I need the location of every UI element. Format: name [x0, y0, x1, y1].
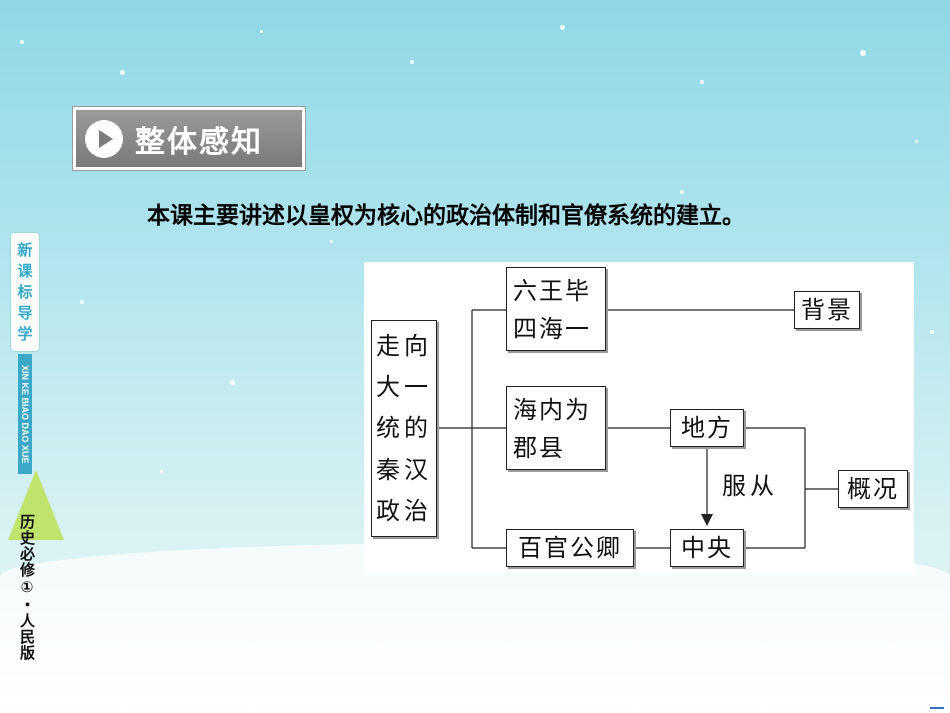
background-node: 背景 [794, 291, 860, 329]
side-strip-char: 新 [17, 240, 33, 259]
root-node-line: 走向 [376, 331, 432, 360]
side-strip-char: 导 [17, 303, 33, 322]
central-node: 中央 [670, 529, 744, 567]
root-node: 走向 大一 统的 秦汉 政治 [371, 320, 437, 537]
lesson-summary: 本课主要讲述以皇权为核心的政治体制和官僚系统的建立。 [147, 203, 745, 229]
tree-decoration [8, 470, 64, 540]
corner-mark [930, 707, 944, 709]
section-badge: 整体感知 [72, 106, 306, 171]
branch-node-unification: 六王毕 四海一 [506, 267, 606, 351]
local-node: 地方 [670, 409, 744, 447]
relation-label: 服从 [722, 472, 778, 500]
side-strip-title: 新 课 标 导 学 [10, 232, 40, 352]
side-strip-course: 历史必修①・人民版 [18, 514, 36, 661]
branch-node-officials: 百官公卿 [506, 529, 634, 567]
root-node-line: 统的 [376, 414, 432, 443]
concept-diagram: 走向 大一 统的 秦汉 政治 六王毕 四海一 海内为 郡县 百官公卿 背景 地方… [364, 262, 914, 573]
arrow-head [701, 514, 713, 526]
root-node-line: 秦汉 [376, 455, 432, 484]
root-node-line: 大一 [376, 373, 432, 402]
side-strip-char: 学 [17, 324, 33, 343]
branch-node-commanderies: 海内为 郡县 [506, 386, 606, 470]
side-strip: 新 课 标 导 学 XIN KE BIAO DAO XUE 历史必修①・人民版 [10, 232, 40, 702]
play-icon [85, 119, 123, 158]
side-strip-char: 课 [17, 261, 33, 280]
overview-node: 概况 [838, 470, 908, 508]
side-strip-pinyin: XIN KE BIAO DAO XUE [18, 354, 32, 474]
side-strip-char: 标 [17, 282, 33, 301]
root-node-line: 政治 [376, 497, 432, 526]
section-badge-label: 整体感知 [135, 124, 263, 160]
connector-lines [437, 309, 838, 549]
